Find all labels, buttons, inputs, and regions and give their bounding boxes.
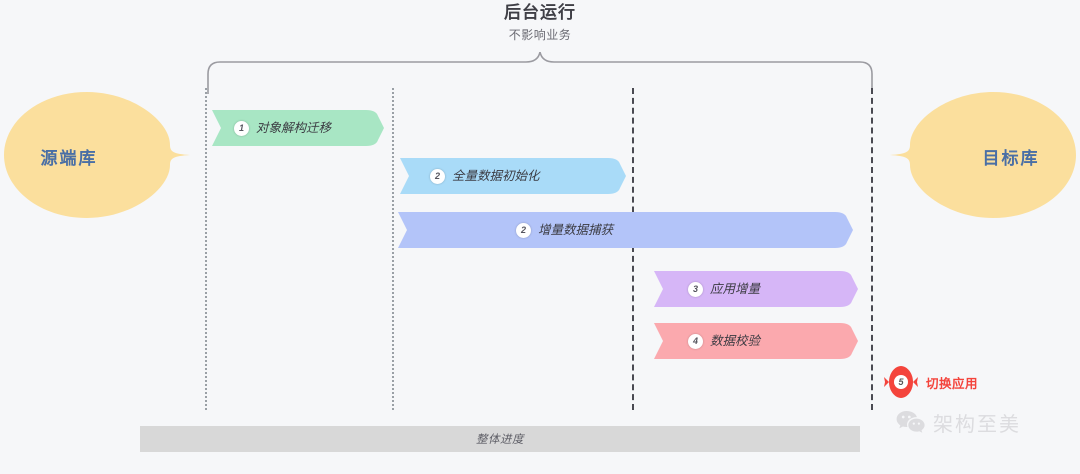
phase-label: 增量数据捕获: [538, 223, 614, 237]
target-database-node[interactable]: 目标库: [888, 90, 1078, 220]
overall-progress-bar: 整体进度: [140, 426, 860, 452]
phase-number-badge: 3: [688, 281, 703, 297]
switch-number-badge: 5: [894, 375, 908, 389]
phase-bar-label-group: 1 对象解构迁移: [234, 110, 331, 146]
diagram-title-block: 后台运行 不影响业务: [340, 2, 740, 44]
phase-number-badge: 1: [234, 120, 249, 136]
source-database-shape: [4, 92, 190, 218]
guide-line-3: [632, 88, 634, 410]
phase-label: 数据校验: [710, 334, 761, 348]
watermark: 架构至美: [896, 408, 1021, 437]
phase-bar-full-data-init[interactable]: 2 全量数据初始化: [400, 158, 626, 194]
overall-progress-label: 整体进度: [476, 434, 524, 446]
guide-line-2: [392, 88, 394, 410]
target-database-shape: [890, 92, 1076, 218]
phase-label: 应用增量: [710, 282, 761, 296]
wechat-icon: [896, 410, 925, 433]
grouping-brace: [207, 52, 873, 94]
phase-bar-apply-increment[interactable]: 3 应用增量: [654, 271, 858, 307]
phase-label: 对象解构迁移: [256, 121, 332, 135]
guide-line-4: [871, 88, 873, 410]
phase-bar-data-validation[interactable]: 4 数据校验: [654, 323, 858, 359]
switch-marker-icon: 5: [884, 365, 918, 399]
phase-bar-shape: [398, 212, 853, 248]
switch-application-label: 切换应用: [926, 376, 979, 391]
phase-number-badge: 2: [430, 168, 445, 184]
phase-bar-shape: [400, 158, 626, 194]
phase-bar-object-migration[interactable]: 1 对象解构迁移: [212, 110, 384, 146]
phase-bar-shape: [654, 271, 858, 307]
guide-line-1: [205, 88, 207, 410]
target-database-label: 目标库: [982, 149, 1040, 168]
phase-bar-label-group: 2 全量数据初始化: [430, 158, 540, 194]
diagram-subtitle: 不影响业务: [508, 28, 572, 42]
source-database-node[interactable]: 源端库: [2, 90, 192, 220]
switch-application-step[interactable]: 5 切换应用: [884, 365, 978, 399]
phase-bar-incremental-capture[interactable]: 2 增量数据捕获: [398, 212, 853, 248]
phase-bar-shape: [212, 110, 384, 146]
phase-number-badge: 4: [688, 333, 703, 349]
phase-bar-label-group: 2 增量数据捕获: [516, 212, 613, 248]
diagram-title: 后台运行: [504, 3, 576, 22]
source-database-label: 源端库: [40, 149, 98, 168]
phase-number-badge: 2: [516, 222, 531, 238]
phase-label: 全量数据初始化: [452, 169, 540, 183]
phase-bar-label-group: 3 应用增量: [688, 271, 760, 307]
watermark-text: 架构至美: [933, 414, 1021, 436]
phase-bar-shape: [654, 323, 858, 359]
phase-bar-label-group: 4 数据校验: [688, 323, 760, 359]
